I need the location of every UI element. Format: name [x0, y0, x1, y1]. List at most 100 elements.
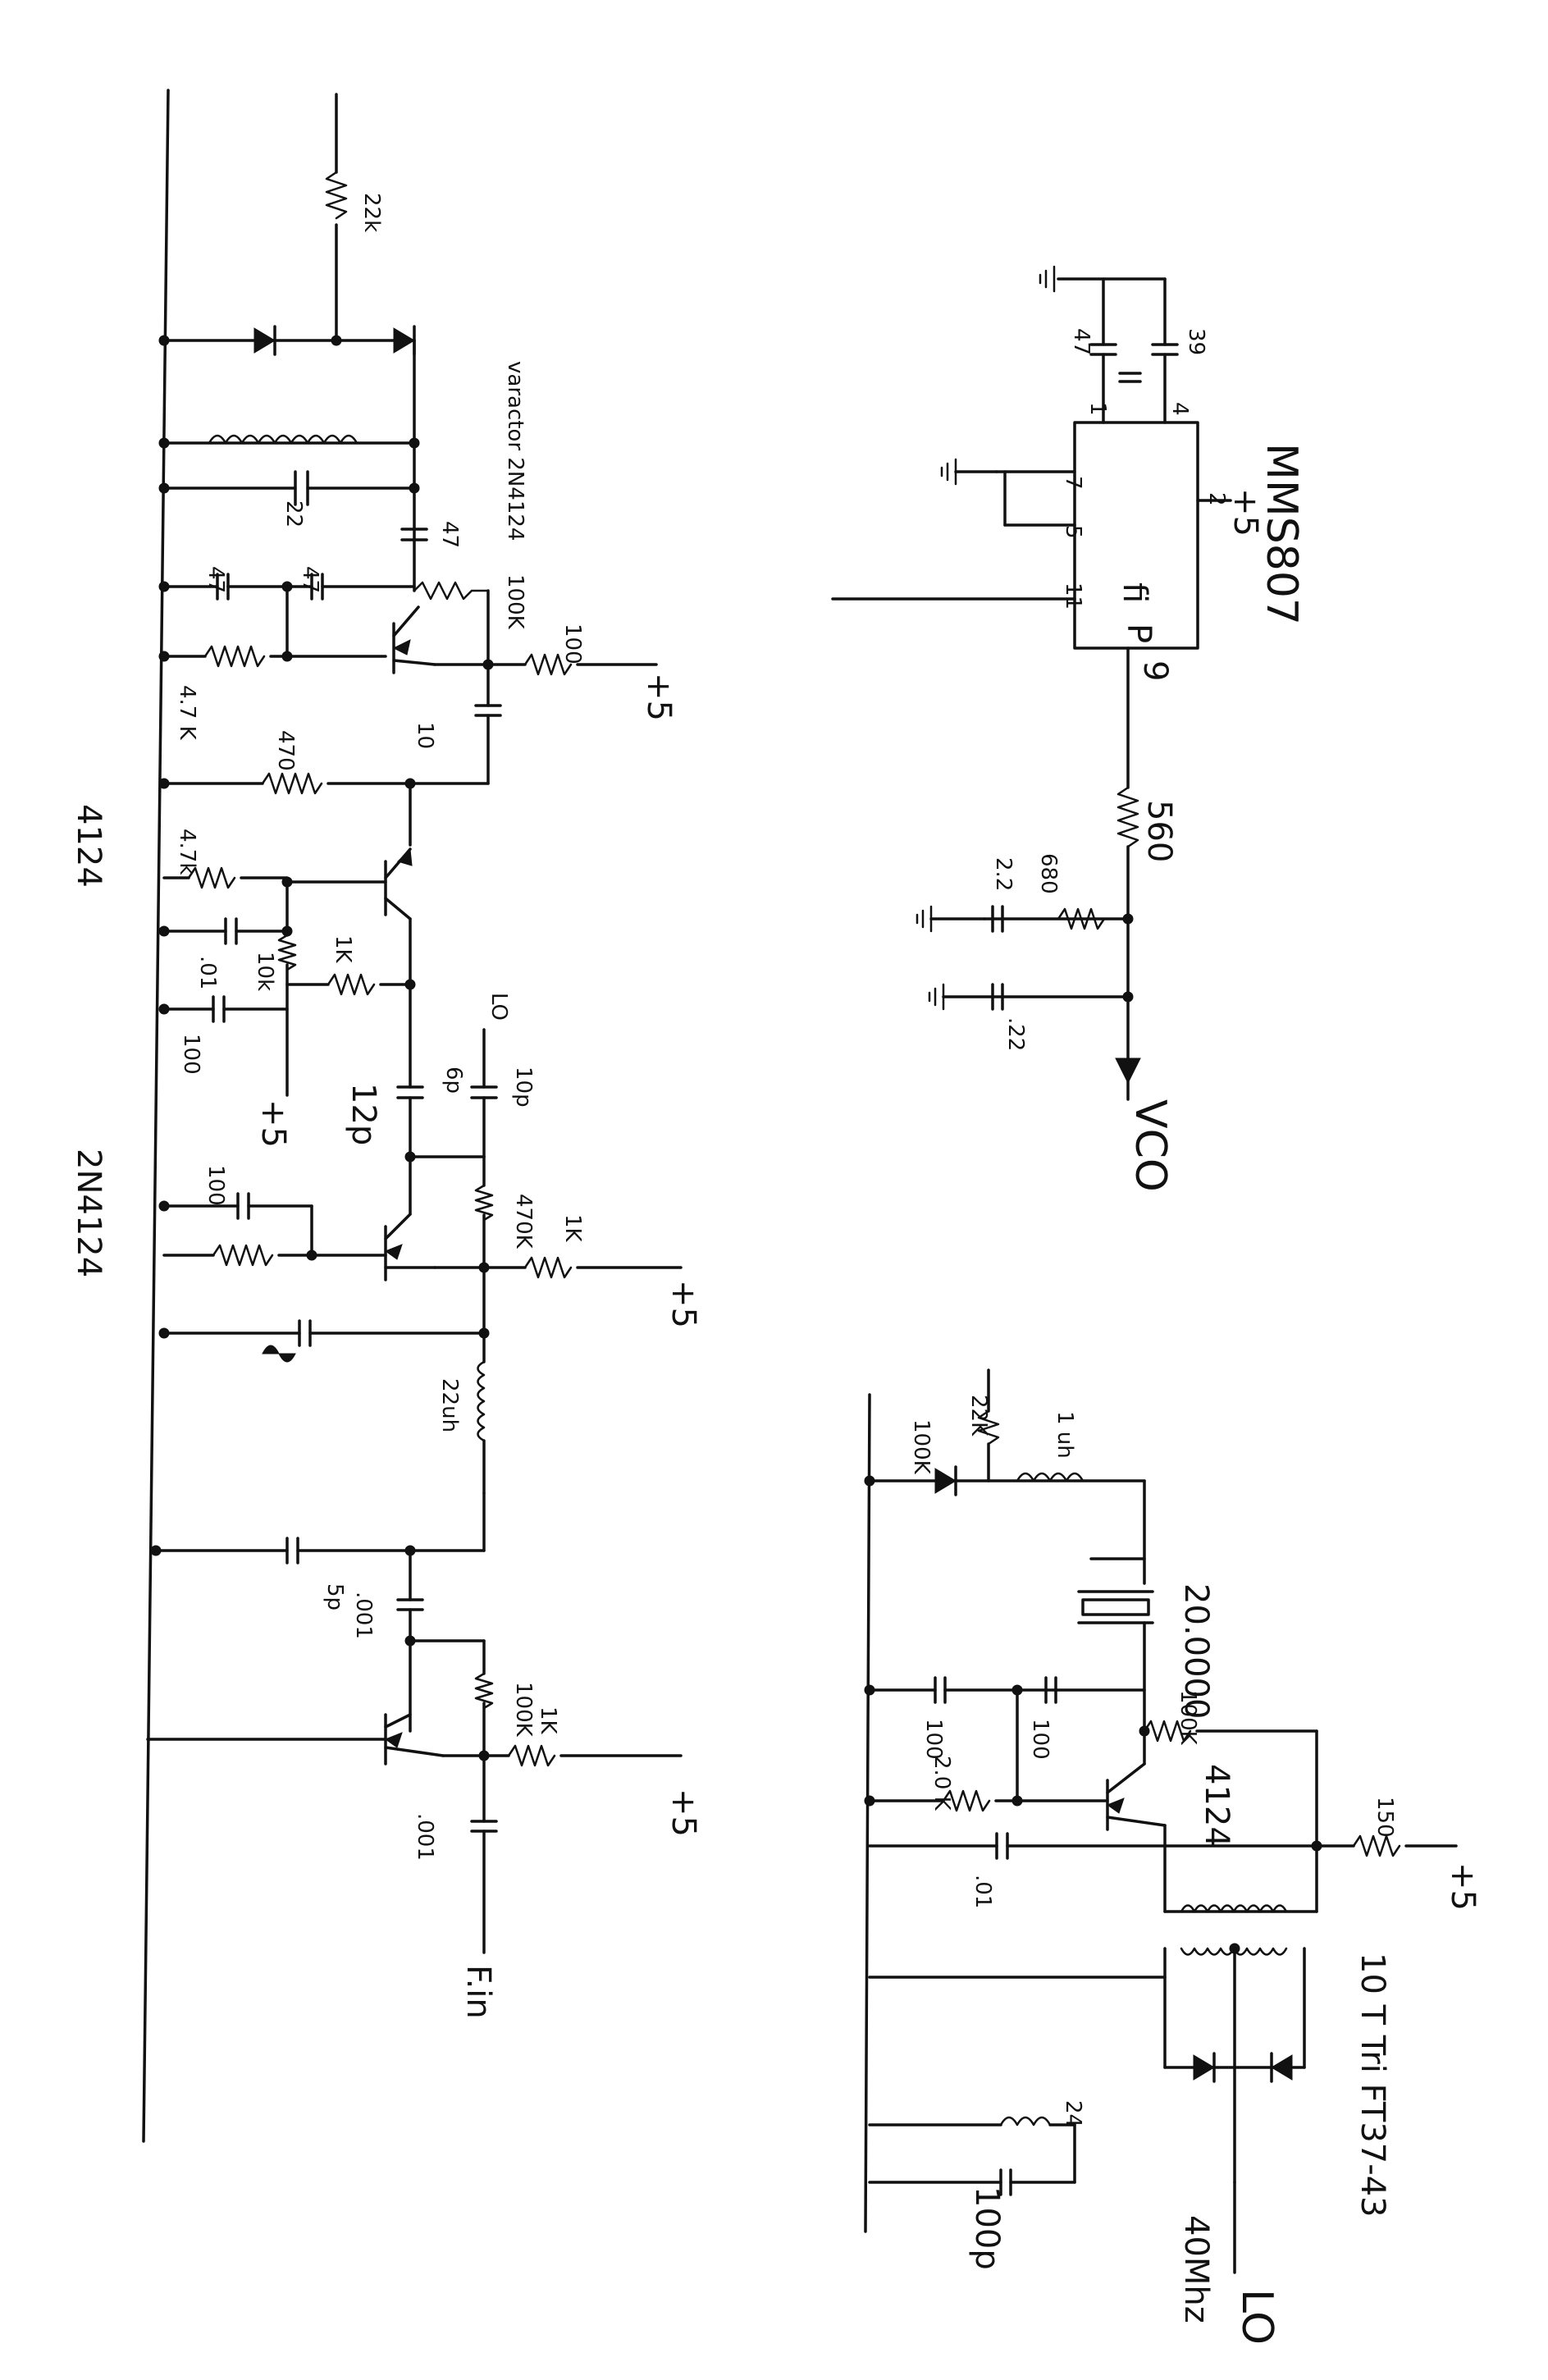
resistor-2k — [942, 1789, 991, 1812]
resistor-1k-c — [507, 1744, 556, 1767]
label-transistor-1: 2N4124 — [70, 1149, 107, 1277]
label-cap-01-lo: .01 — [970, 1875, 995, 1908]
label-cap-47-b: 47 — [203, 566, 228, 593]
pin-4: 4 — [1167, 402, 1192, 416]
label-4124-lo: 4124 — [1198, 1764, 1235, 1848]
transistor-q5 — [1106, 1798, 1125, 1814]
resistor-100k-b — [474, 1672, 494, 1710]
label-100k-lo-b: 100K — [1176, 1690, 1200, 1746]
label-1k-b: 1K — [560, 1214, 585, 1243]
pin-5: 5 — [1061, 525, 1085, 539]
label-cap-100b: 100 — [203, 1165, 228, 1206]
inductor-1uh — [1016, 1472, 1085, 1482]
resistor-150 — [1352, 1834, 1401, 1857]
cap-marker — [262, 1345, 296, 1363]
label-150: 150 — [1372, 1797, 1397, 1838]
label-plus5-chip: +5 — [1226, 488, 1264, 537]
label-cap-01: .01 — [195, 956, 220, 989]
diode-2 — [393, 327, 415, 354]
label-2-2: 2.2 — [991, 857, 1016, 891]
label-2k: 2.0 K — [929, 1756, 954, 1811]
diode-lo-3 — [1271, 2054, 1293, 2081]
left-rf-section: 22k 22 47 varactor 2N4124 — [70, 89, 702, 2143]
resistor-4-7k — [203, 645, 266, 668]
label-022: .22 — [1003, 1017, 1028, 1051]
label-12p: 12p — [345, 1083, 382, 1145]
label-22uh: 22uh — [437, 1378, 462, 1432]
label-100p: 100p — [968, 2186, 1006, 2270]
label-varactor: varactor 2N4124 — [503, 361, 527, 541]
resistor-470k — [474, 1184, 494, 1222]
resistor-680 — [1057, 907, 1106, 930]
resistor-1k-b — [523, 1256, 573, 1279]
diode-lo-2 — [1193, 2054, 1215, 2081]
label-plus5-d: +5 — [664, 1788, 702, 1837]
label-10p: 10p — [511, 1067, 536, 1108]
lo-ground-bus — [864, 1393, 871, 2233]
transistor-q3 — [384, 1244, 403, 1260]
ground-icon-top — [1039, 265, 1056, 293]
label-680: 680 — [1036, 853, 1061, 894]
label-100k-b: 100K — [511, 1682, 536, 1738]
label-cap-001: .001 — [351, 1592, 376, 1639]
label-cap-001-b: .001 — [413, 1813, 437, 1861]
label-39-top: 39 — [1184, 328, 1208, 355]
vco-arrow-icon — [1115, 1058, 1141, 1085]
label-vco: VCO — [1126, 1099, 1175, 1192]
ground-bus — [142, 89, 170, 2143]
label-100k: 100K — [503, 574, 527, 630]
label-22k: 22k — [359, 193, 384, 232]
ground-icon-022 — [928, 983, 945, 1011]
label-560: 560 — [1140, 800, 1178, 862]
resistor-22k — [325, 171, 348, 220]
label-100k-lo: 100K — [909, 1419, 934, 1475]
label-1k-a: 1K — [331, 935, 355, 964]
label-47-top: 47 — [1069, 328, 1094, 355]
chip-fi-label: fi — [1116, 582, 1153, 603]
label-10-a: 10 — [413, 722, 437, 749]
inductor-24 — [999, 2116, 1052, 2126]
label-cap-100b-lo: 100 — [1028, 1719, 1053, 1760]
inductor-top — [208, 434, 358, 445]
chip-p-label: P — [1120, 624, 1158, 643]
chip-mms807 — [1073, 421, 1199, 650]
label-plus5-a: +5 — [640, 673, 678, 721]
label-22k-lo: 22K — [966, 1395, 991, 1437]
label-1k-c: 1K — [536, 1706, 560, 1735]
label-cap-47-c: 47 — [298, 566, 322, 593]
label-cap-100: 100 — [179, 1034, 203, 1075]
crystal-20mhz — [1081, 1598, 1150, 1616]
resistor-100k — [413, 581, 490, 601]
label-cap-22: 22 — [281, 500, 306, 528]
resistor-560 — [1116, 786, 1139, 848]
label-40mhz: 40Mhz — [1177, 2215, 1215, 2323]
transistor-q4 — [384, 1732, 403, 1748]
resistor-10k — [277, 934, 297, 971]
label-lo-top: LO — [486, 993, 511, 1021]
prescaler-section: MMS807 1 4 7 5 11 2 9 fi P 47 39 — [831, 265, 1306, 1192]
label-fin: F.in — [459, 1965, 497, 2019]
label-transistor-2: 4124 — [70, 804, 107, 888]
lo-oscillator-section: 100K 22K 1 uh 20.0000 100 100 100K — [864, 1368, 1482, 2345]
diode-lo-1 — [934, 1468, 957, 1494]
resistor-100 — [523, 653, 573, 676]
label-res-470: 470 — [273, 730, 298, 771]
label-cap-47-a: 47 — [437, 521, 462, 548]
ground-icon-pin7 — [940, 458, 957, 486]
label-res-47k-b: 4.7k — [175, 829, 199, 875]
label-470k: 470K — [511, 1194, 536, 1249]
chip-name-label: MMS807 — [1257, 443, 1306, 625]
inductor-22uh — [477, 1360, 486, 1442]
label-24: 24 — [1061, 2100, 1085, 2127]
label-crystal: 20.0000 — [1177, 1583, 1215, 1719]
label-transformer: 10 T Tri FT37-43 — [1354, 1953, 1391, 2218]
resistor-q3-base — [212, 1244, 274, 1267]
pin-7: 7 — [1061, 476, 1085, 490]
label-plus5-b: +5 — [254, 1099, 292, 1148]
resistor-22k-lo — [977, 1409, 1000, 1446]
resistor-1k-a — [326, 973, 376, 996]
label-plus5-c: +5 — [664, 1280, 702, 1328]
pin-11: 11 — [1061, 582, 1085, 610]
label-1uh: 1 uh — [1053, 1411, 1077, 1459]
